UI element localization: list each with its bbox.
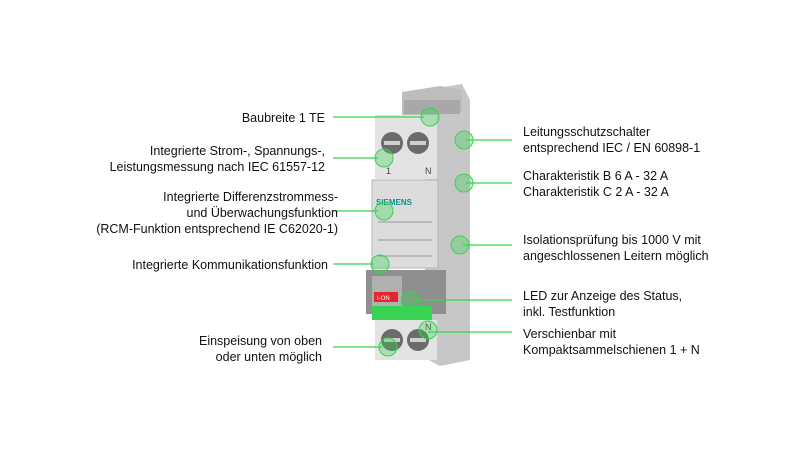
terminal-top-left: 1 bbox=[386, 166, 391, 176]
toggle-red-indicator bbox=[374, 292, 398, 302]
label-isolation: Isolationsprüfung bis 1000 V mit angesch… bbox=[523, 232, 709, 264]
marker-icon bbox=[454, 173, 474, 193]
label-einspeisung: Einspeisung von oben oder unten möglich bbox=[199, 333, 322, 365]
label-verschienbar: Verschienbar mit Kompaktsammelschienen 1… bbox=[523, 326, 700, 358]
top-clip-ridge bbox=[404, 100, 460, 114]
label-line: Isolationsprüfung bis 1000 V mit bbox=[523, 233, 701, 247]
label-line: und Überwachungsfunktion bbox=[186, 206, 339, 220]
label-line: entsprechend IEC / EN 60898-1 bbox=[523, 141, 701, 155]
screw-slot bbox=[410, 141, 426, 145]
label-line: oder unten möglich bbox=[215, 350, 322, 364]
label-line: LED zur Anzeige des Status, bbox=[523, 289, 683, 303]
terminal-bottom-right: N bbox=[425, 322, 432, 332]
label-led: LED zur Anzeige des Status, inkl. Testfu… bbox=[523, 288, 682, 320]
label-line: (RCM-Funktion entsprechend IE C62020-1) bbox=[96, 222, 338, 236]
label-plate bbox=[371, 179, 439, 269]
label-line: Einspeisung von oben bbox=[198, 334, 322, 348]
screw-slot bbox=[410, 338, 426, 342]
label-line: Baubreite 1 TE bbox=[241, 111, 325, 125]
label-rcm: Integrierte Differenzstrommess- und Über… bbox=[96, 189, 338, 237]
label-line: angeschlossenen Leitern möglich bbox=[523, 249, 709, 263]
marker-icon bbox=[374, 201, 394, 221]
label-line: Charakteristik B 6 A - 32 A bbox=[523, 169, 669, 183]
label-line: Leitungsschutzschalter bbox=[523, 125, 651, 139]
label-charakteristik: Charakteristik B 6 A - 32 A Charakterist… bbox=[523, 168, 669, 200]
led-indicator bbox=[372, 306, 432, 320]
label-line: Integrierte Strom-, Spannungs-, bbox=[149, 144, 325, 158]
label-leitungsschutz: Leitungsschutzschalter entsprechend IEC … bbox=[523, 124, 700, 156]
label-line: Charakteristik C 2 A - 32 A bbox=[523, 185, 669, 199]
label-line: Verschienbar mit bbox=[523, 327, 617, 341]
label-line: Integrierte Kommunikationsfunktion bbox=[132, 258, 328, 272]
screw-slot bbox=[384, 338, 400, 342]
marker-icon bbox=[450, 235, 470, 255]
screw-slot bbox=[384, 141, 400, 145]
marker-icon bbox=[378, 337, 398, 357]
label-messung: Integrierte Strom-, Spannungs-, Leistung… bbox=[110, 143, 325, 175]
label-line: inkl. Testfunktion bbox=[523, 305, 616, 319]
marker-icon bbox=[374, 148, 394, 168]
marker-icon bbox=[454, 130, 474, 150]
label-baubreite: Baubreite 1 TE bbox=[242, 110, 325, 126]
label-line: Leistungsmessung nach IEC 61557-12 bbox=[109, 160, 325, 174]
label-line: Integrierte Differenzstrommess- bbox=[163, 190, 338, 204]
marker-icon bbox=[420, 107, 440, 127]
label-kommunikation: Integrierte Kommunikationsfunktion bbox=[132, 257, 328, 273]
brand-text: SIEMENS bbox=[376, 198, 413, 207]
marker-icon bbox=[400, 290, 420, 310]
toggle-label: I-ON bbox=[377, 296, 390, 302]
label-line: Kompaktsammelschienen 1 + N bbox=[523, 343, 700, 357]
marker-icon bbox=[370, 254, 390, 274]
terminal-top-right: N bbox=[425, 166, 432, 176]
marker-icon bbox=[418, 320, 438, 340]
